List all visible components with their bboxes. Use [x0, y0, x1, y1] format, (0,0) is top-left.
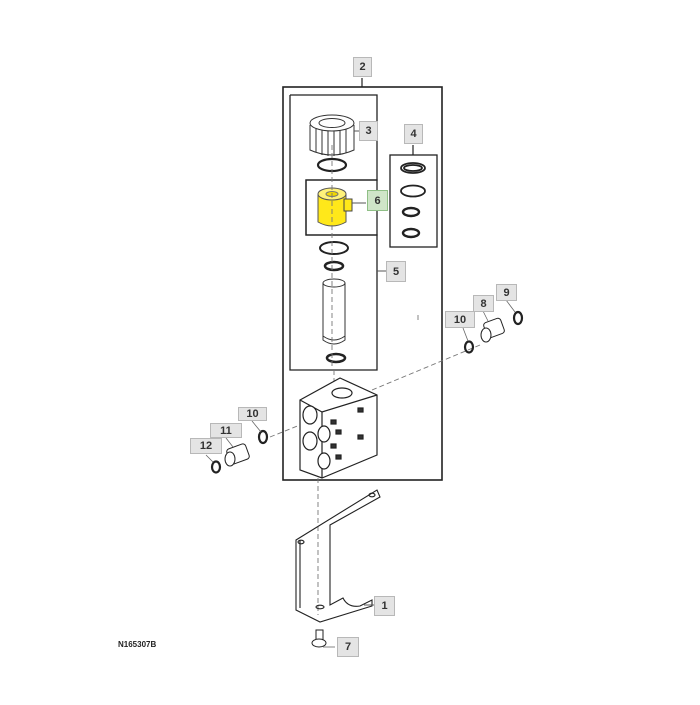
callout-10-left[interactable]: 10 — [238, 407, 267, 421]
solenoid-coil-icon — [317, 187, 353, 227]
callout-12[interactable]: 12 — [190, 438, 222, 454]
fitting-right-icon — [480, 317, 505, 343]
callout-7[interactable]: 7 — [337, 637, 359, 657]
bracket-icon — [295, 489, 381, 623]
cartridge-tube-icon — [322, 278, 346, 345]
callout-4[interactable]: 4 — [404, 124, 423, 144]
fitting-left-icon — [224, 443, 250, 467]
callout-10-right[interactable]: 10 — [445, 311, 475, 328]
callout-3[interactable]: 3 — [359, 121, 378, 141]
knurled-nut-icon — [309, 114, 355, 156]
screw-icon — [311, 629, 327, 648]
valve-block-icon — [299, 377, 378, 479]
figure-id: N165307B — [118, 640, 157, 649]
callout-6[interactable]: 6 — [367, 190, 388, 211]
callout-5[interactable]: 5 — [386, 261, 406, 282]
callout-9[interactable]: 9 — [496, 284, 517, 301]
callout-8[interactable]: 8 — [473, 295, 494, 312]
callout-2[interactable]: 2 — [353, 57, 372, 77]
callout-1[interactable]: 1 — [374, 596, 395, 616]
callout-11[interactable]: 11 — [210, 423, 242, 438]
